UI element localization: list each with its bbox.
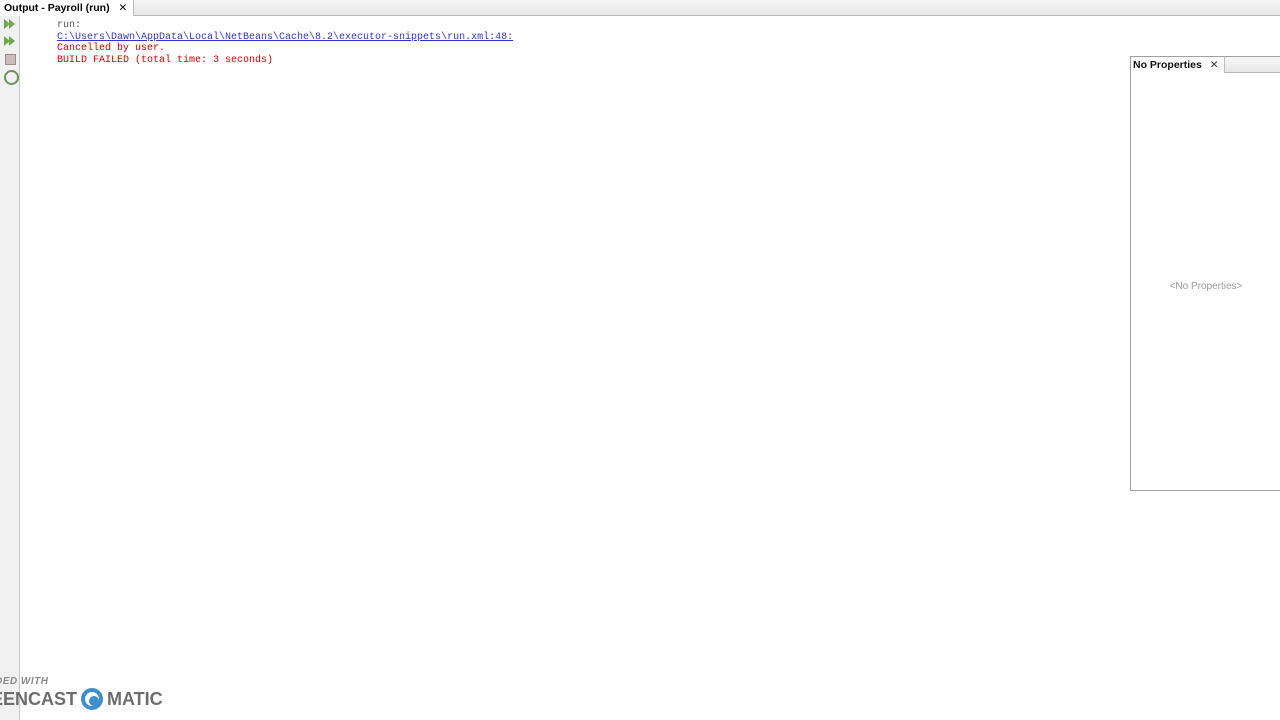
output-link[interactable]: C:\Users\Dawn\AppData\Local\NetBeans\Cac… <box>57 31 514 43</box>
watermark-line2: REENCAST MATIC <box>0 688 208 710</box>
output-line[interactable]: C:\Users\Dawn\AppData\Local\NetBeans\Cac… <box>57 32 1280 44</box>
watermark-word1: REENCAST <box>0 688 78 709</box>
tab-no-properties-label: No Properties <box>1133 59 1202 71</box>
properties-body: <No Properties> <box>1131 73 1280 490</box>
close-icon[interactable]: ✕ <box>118 2 128 14</box>
watermark-word2: MATIC <box>107 688 163 709</box>
watermark-dot-icon <box>81 688 104 710</box>
output-line: BUILD FAILED (total time: 3 seconds) <box>57 54 274 66</box>
output-line: Cancelled by user. <box>57 43 166 54</box>
tab-output-label: Output - Payroll (run) <box>4 2 110 14</box>
stop-button[interactable] <box>0 50 20 67</box>
output-tabbar: Output - Payroll (run) ✕ <box>0 0 1280 16</box>
rerun-params-button[interactable] <box>0 33 20 50</box>
properties-panel: No Properties ✕ <No Properties> <box>1130 56 1280 491</box>
screencast-watermark: ORDED WITH REENCAST MATIC <box>0 676 208 710</box>
properties-tabbar: No Properties ✕ <box>1131 57 1280 73</box>
output-console[interactable]: run: C:\Users\Dawn\AppData\Local\NetBean… <box>21 16 1280 720</box>
output-toolbar <box>0 16 20 720</box>
output-line: run: <box>57 20 82 31</box>
tab-output-payroll-run[interactable]: Output - Payroll (run) ✕ <box>0 0 135 16</box>
rerun-button[interactable] <box>0 16 20 33</box>
output-settings-button[interactable] <box>0 67 20 84</box>
tab-no-properties[interactable]: No Properties ✕ <box>1131 57 1225 73</box>
close-icon[interactable]: ✕ <box>1209 59 1219 71</box>
no-properties-message: <No Properties> <box>1169 281 1243 292</box>
watermark-line1: ORDED WITH <box>0 676 49 687</box>
